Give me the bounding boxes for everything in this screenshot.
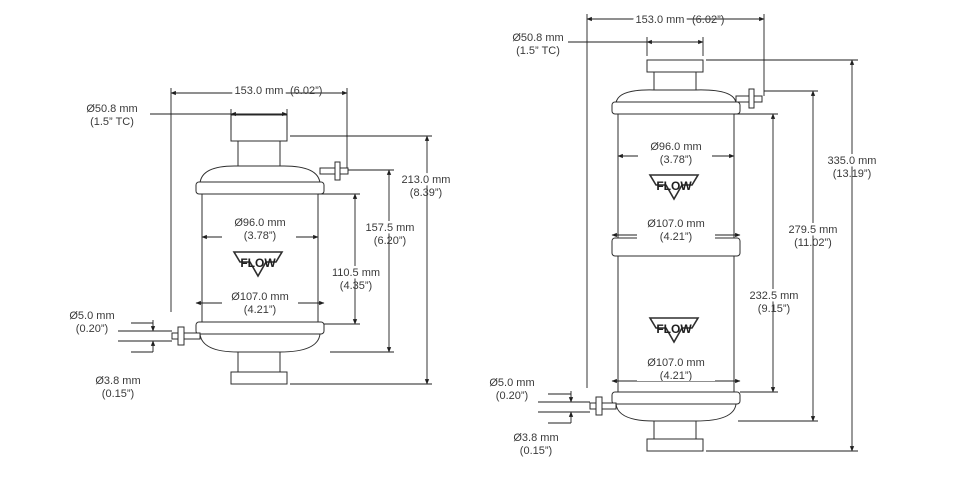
right-port-inch: (1.5” TC) xyxy=(516,45,560,57)
left-drain-fitting xyxy=(183,332,201,340)
left-flange-dia-label: Ø107.0 mm xyxy=(231,291,288,303)
left-housing: FLOW xyxy=(171,114,349,385)
right-bottom-port xyxy=(646,438,704,452)
right-drain-fitting xyxy=(601,402,617,410)
left-vent-tip xyxy=(339,167,349,175)
right-bottom-neck xyxy=(653,420,697,440)
right-vent-fitting xyxy=(735,95,751,103)
right-flow-label-lower: FLOW xyxy=(656,322,692,336)
right-top-port xyxy=(646,59,704,73)
right-height-total: 335.0 mm xyxy=(828,155,877,167)
right-body-dia-label: Ø96.0 mm xyxy=(650,141,701,153)
right-width-inch: (6.02”) xyxy=(692,14,724,26)
right-bottom-flange xyxy=(611,391,741,405)
right-dimensions: 153.0 mm (6.02”) Ø50.8 mm (1.5” TC) Ø96.… xyxy=(489,11,879,457)
left-port-inch: (1.5” TC) xyxy=(90,116,134,128)
left-body-dia-inch: (3.78”) xyxy=(244,230,276,242)
left-height-total-inch: (8.39”) xyxy=(410,187,442,199)
left-height-small: 110.5 mm xyxy=(332,267,380,279)
left-bottom-flange xyxy=(195,321,325,335)
left-bottom-port xyxy=(230,371,288,385)
left-vent-cap xyxy=(334,161,341,181)
left-port-label: Ø50.8 mm xyxy=(86,103,137,115)
right-flange-top-label: Ø107.0 mm xyxy=(647,218,704,230)
left-body-dia-label: Ø96.0 mm xyxy=(234,217,285,229)
right-housing: FLOW FLOW xyxy=(589,59,763,452)
right-bottom-dome xyxy=(615,403,737,422)
right-top-dome xyxy=(615,89,737,104)
right-vent-tip xyxy=(753,95,763,103)
right-flange-bottom-inch: (4.21”) xyxy=(660,370,692,382)
left-flange-dia-inch: (4.21”) xyxy=(244,304,276,316)
right-vent2-label: Ø3.8 mm xyxy=(513,432,558,444)
right-height-small-inch: (9.15”) xyxy=(758,303,790,315)
left-flow-label: FLOW xyxy=(240,256,276,270)
left-height-total: 213.0 mm xyxy=(402,174,451,186)
right-vent-inch: (0.20”) xyxy=(496,390,528,402)
right-drain-tip xyxy=(589,402,597,410)
right-drain-cap xyxy=(595,396,603,416)
left-height-small-inch: (4.35”) xyxy=(340,280,372,292)
right-flange-bottom-label: Ø107.0 mm xyxy=(647,357,704,369)
left-width-inch: (6.02”) xyxy=(290,85,322,97)
left-vent-fitting xyxy=(319,167,337,175)
right-top-flange xyxy=(611,101,741,115)
right-port-label: Ø50.8 mm xyxy=(512,32,563,44)
right-flange-top-inch: (4.21”) xyxy=(660,231,692,243)
right-flow-arrow-upper: FLOW xyxy=(648,174,700,201)
left-top-neck xyxy=(237,140,281,168)
left-vent2-inch: (0.15”) xyxy=(102,388,134,400)
right-vent-label: Ø5.0 mm xyxy=(489,377,534,389)
right-body-dia-inch: (3.78”) xyxy=(660,154,692,166)
right-top-neck xyxy=(653,71,697,93)
left-height-mid: 157.5 mm xyxy=(366,222,415,234)
right-vent2-inch: (0.15”) xyxy=(520,445,552,457)
right-width-label: 153.0 mm xyxy=(636,14,685,26)
right-height-small: 232.5 mm xyxy=(750,290,799,302)
left-top-dome xyxy=(199,165,321,184)
left-height-mid-inch: (6.20”) xyxy=(374,235,406,247)
left-drain-tip xyxy=(171,332,179,340)
left-vent-inch: (0.20”) xyxy=(76,323,108,335)
right-height-mid: 279.5 mm xyxy=(789,224,838,236)
left-drain-cap xyxy=(177,326,185,346)
left-dimensions: 153.0 mm (6.02”) Ø50.8 mm (1.5” TC) Ø96.… xyxy=(69,82,453,400)
right-flow-label-upper: FLOW xyxy=(656,179,692,193)
right-flow-arrow-lower: FLOW xyxy=(648,317,700,344)
right-vent-cap xyxy=(748,88,755,109)
left-bottom-neck xyxy=(237,351,281,373)
left-width-label: 153.0 mm xyxy=(235,85,284,97)
left-vent2-label: Ø3.8 mm xyxy=(95,375,140,387)
left-top-port xyxy=(230,114,288,142)
right-height-total-inch: (13.19”) xyxy=(833,168,872,180)
left-vent-label: Ø5.0 mm xyxy=(69,310,114,322)
left-flow-arrow: FLOW xyxy=(232,251,284,278)
right-height-mid-inch: (11.02”) xyxy=(794,237,832,249)
left-bottom-dome xyxy=(199,333,321,353)
left-top-flange xyxy=(195,181,325,195)
